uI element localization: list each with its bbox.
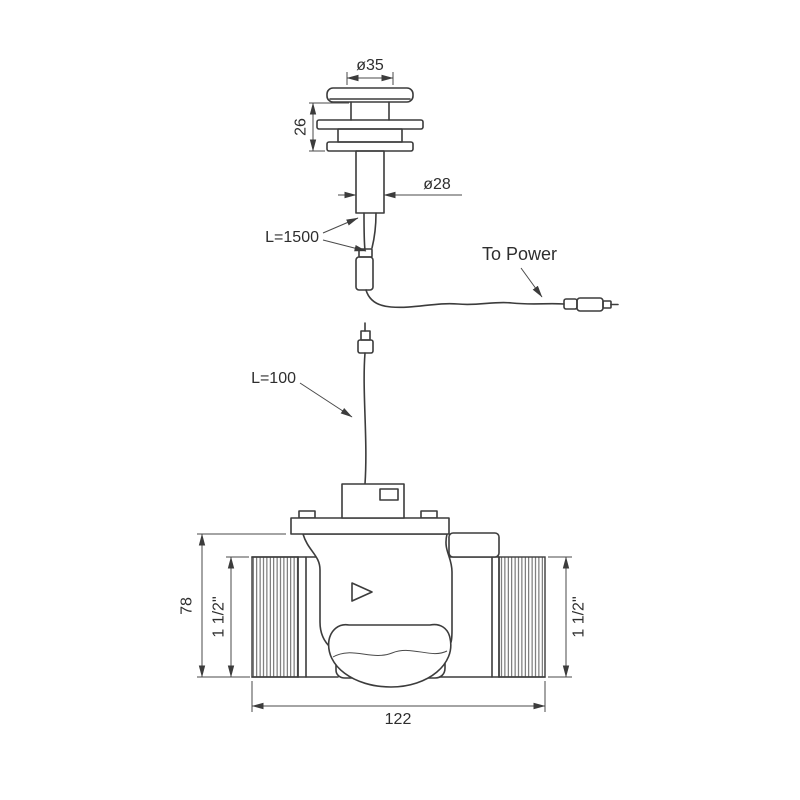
right-thread: [498, 556, 546, 678]
leader-line: [520, 267, 543, 298]
plug-neck: [563, 298, 578, 310]
leader-valve-cable-length: L=100: [251, 370, 353, 418]
dim-thread-right: 1 1/2": [548, 556, 588, 678]
cover-casting-line: [332, 649, 448, 658]
label-valve-width: 122: [385, 711, 412, 728]
to-power-note: To Power: [482, 244, 557, 298]
leader-line: [322, 239, 367, 252]
flange-screw: [298, 510, 316, 519]
cable-wire-left: [363, 212, 366, 251]
cable-wire-right: [371, 212, 377, 249]
label-valve-height: 78: [179, 597, 196, 615]
button-assembly: [316, 87, 424, 214]
left-thread: [251, 556, 299, 678]
dim-top-diameter: ø35: [346, 57, 394, 85]
right-port-boss: [448, 532, 500, 558]
washer-lower: [326, 141, 414, 152]
bonnet-flange: [290, 517, 450, 535]
solenoid-terminal: [379, 488, 399, 501]
mount-body: [337, 128, 403, 143]
dim-valve-height: 78: [179, 533, 286, 678]
button-cap: [326, 87, 414, 103]
label-to-power: To Power: [482, 244, 557, 264]
leader-line: [322, 217, 359, 234]
leader-power-cable-length: L=1500: [265, 217, 367, 252]
plug-tip: [602, 300, 612, 309]
dim-thread-left: 1 1/2": [211, 556, 249, 678]
label-top-diameter: ø35: [356, 57, 384, 74]
flange-screw: [420, 510, 438, 519]
threaded-shank: [355, 150, 385, 214]
plug-body: [576, 297, 604, 312]
connector-top: [360, 330, 371, 341]
label-stack-height: 26: [293, 118, 310, 136]
valve-cable: [357, 322, 374, 485]
label-valve-cable-length: L=100: [251, 370, 296, 387]
flow-arrow-icon: [351, 582, 373, 602]
diaphragm-cover: [327, 623, 452, 688]
inline-connector-body: [355, 256, 374, 291]
valve-cable-run: [363, 352, 367, 485]
dim-stack-height: 26: [293, 102, 349, 152]
label-thread-size-left: 1 1/2": [211, 596, 228, 637]
power-cable-run: [365, 289, 565, 309]
solenoid-valve: [251, 483, 546, 688]
label-power-cable-length: L=1500: [265, 229, 319, 246]
dim-shank-diameter: ø28: [338, 176, 462, 199]
dim-valve-width: 122: [251, 681, 546, 728]
leader-line: [299, 382, 353, 418]
label-thread-size-right: 1 1/2": [571, 596, 588, 637]
connector-body: [357, 339, 374, 354]
label-shank-diameter: ø28: [423, 176, 451, 193]
washer-upper: [316, 119, 424, 130]
power-cable-connector: [563, 297, 619, 312]
